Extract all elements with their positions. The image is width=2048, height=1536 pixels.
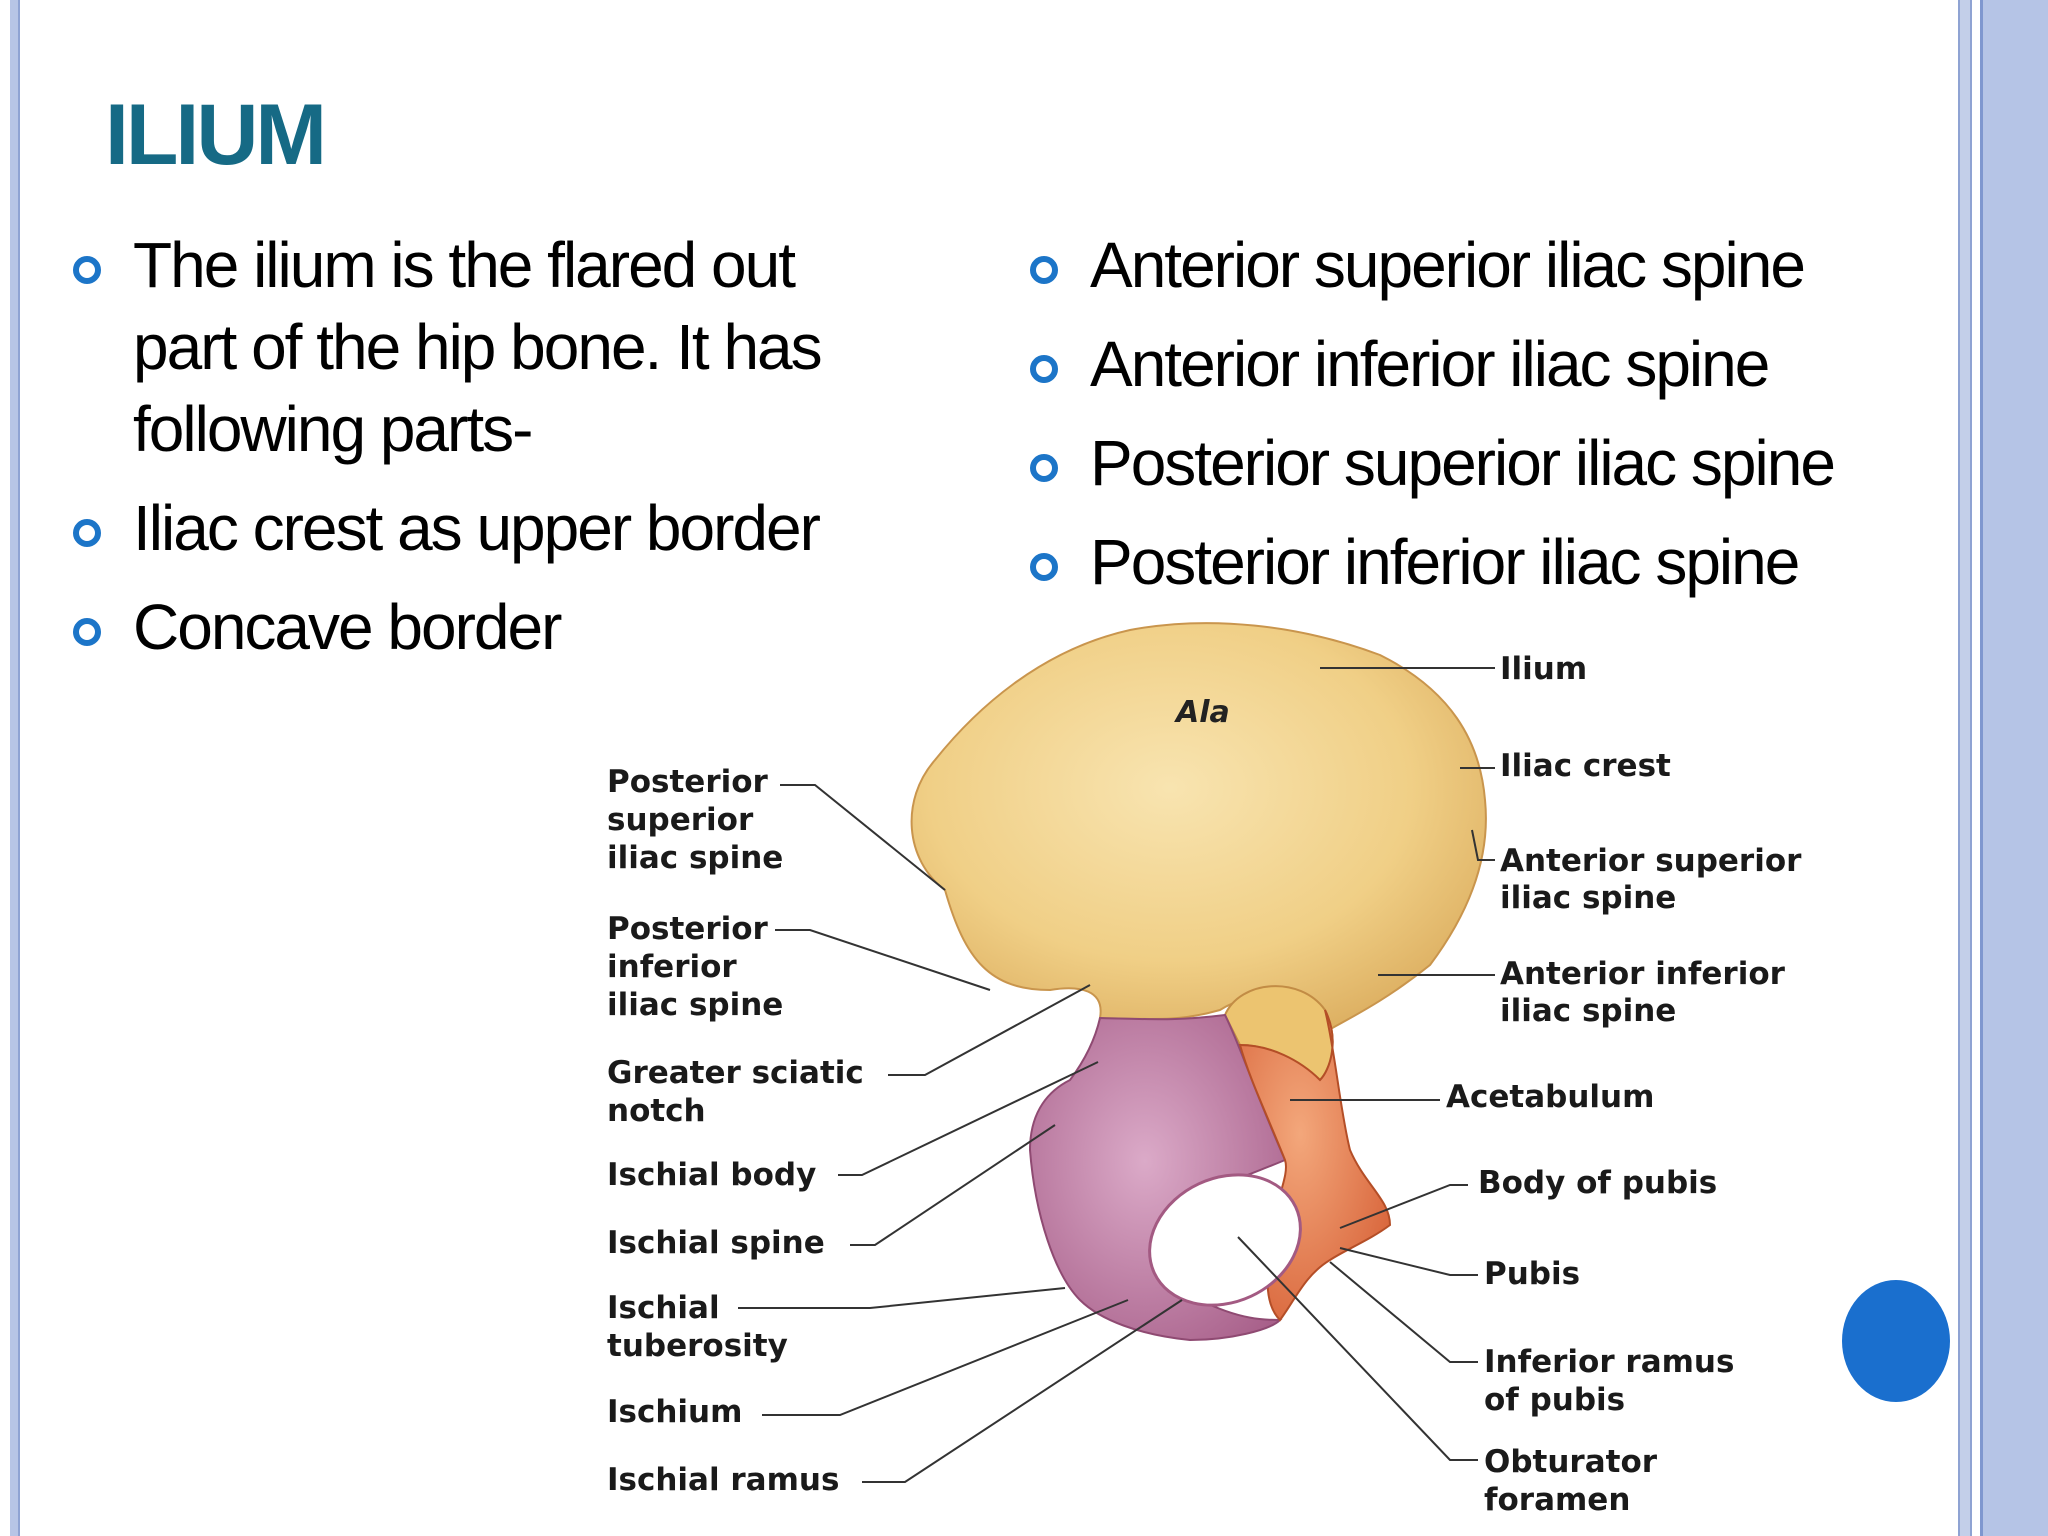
bullet-item: Concave border i [73, 586, 893, 668]
leader-line [838, 1061, 1099, 1176]
label-ischial-spine: Ischial spine [607, 1225, 825, 1261]
slide-frame-right-outer [1980, 0, 2048, 1536]
label-obturator-1: Obturator [1484, 1444, 1658, 1480]
slide-frame-left [10, 0, 20, 1536]
bullet-text: Iliac crest as upper border [133, 492, 821, 564]
bullet-item: Iliac crest as upper border [73, 487, 893, 569]
label-ilium: Ilium [1500, 651, 1587, 687]
leader-line [738, 1287, 1066, 1309]
leader-line [850, 1124, 1056, 1246]
label-posterior-inferior-2: inferior [607, 949, 737, 985]
bullet-text: Anterior inferior iliac spine [1090, 328, 1770, 400]
leader-line [762, 1299, 1129, 1416]
label-inferior-ramus-1: Inferior ramus [1484, 1344, 1734, 1380]
label-pubis: Pubis [1484, 1256, 1580, 1292]
label-posterior-inferior-1: Posterior [607, 911, 769, 947]
label-iliac-crest: Iliac crest [1500, 748, 1671, 784]
leader-line [1471, 829, 1495, 861]
bullet-item: Anterior superior iliac spine [1030, 224, 1940, 306]
label-anterior-superior-2: iliac spine [1500, 880, 1676, 916]
bullet-text: Posterior inferior iliac spine [1090, 526, 1800, 598]
slide-nav-dot[interactable] [1842, 1280, 1950, 1402]
label-body-of-pubis: Body of pubis [1478, 1165, 1717, 1201]
leader-line [1339, 1184, 1468, 1229]
label-ischium: Ischium [607, 1394, 742, 1430]
label-greater-sciatic-2: notch [607, 1093, 706, 1129]
leader-line [780, 784, 946, 891]
label-posterior-inferior-3: iliac spine [607, 987, 783, 1023]
bullet-ring-icon [73, 256, 101, 284]
label-acetabulum: Acetabulum [1446, 1079, 1654, 1115]
bullet-ring-icon [1030, 355, 1058, 383]
bullet-text: Anterior superior iliac spine [1090, 229, 1806, 301]
bullet-item: Posterior inferior iliac spine [1030, 521, 1940, 603]
label-posterior-superior-2: superior [607, 802, 754, 838]
label-ischial-tuberosity-2: tuberosity [607, 1328, 788, 1364]
label-ischial-ramus: Ischial ramus [607, 1462, 839, 1498]
ilium-region [910, 622, 1487, 1037]
bullet-ring-icon [1030, 256, 1058, 284]
label-ischial-body: Ischial body [607, 1157, 816, 1193]
hip-bone-figure: Ala Ilium Iliac crest Anterior superior … [578, 600, 1958, 1536]
bullet-text: Posterior superior iliac spine [1090, 427, 1836, 499]
bullet-ring-icon [1030, 553, 1058, 581]
label-anterior-superior-1: Anterior superior [1500, 843, 1802, 879]
label-greater-sciatic-1: Greater sciatic [607, 1055, 864, 1091]
bullet-item: Posterior superior iliac spine [1030, 422, 1940, 504]
ala-label: Ala [1174, 695, 1230, 730]
leader-line [775, 929, 991, 991]
leader-line [862, 1299, 1183, 1483]
leader-line [1329, 1261, 1478, 1363]
label-inferior-ramus-2: of pubis [1484, 1382, 1625, 1418]
leader-lines [738, 667, 1495, 1483]
bullet-ring-icon [73, 519, 101, 547]
label-ischial-tuberosity-1: Ischial [607, 1290, 720, 1326]
label-obturator-2: foramen [1484, 1482, 1630, 1518]
right-bullet-list: Anterior superior iliac spine Anterior i… [1030, 224, 1940, 620]
label-anterior-inferior-2: iliac spine [1500, 993, 1676, 1029]
bullet-item: Anterior inferior iliac spine [1030, 323, 1940, 405]
leader-line [1237, 1236, 1478, 1461]
nav-dot-mask [1820, 1270, 1842, 1410]
bullet-ring-icon [73, 618, 101, 646]
slide-frame-right-inner [1958, 0, 1972, 1536]
label-posterior-superior-1: Posterior [607, 764, 769, 800]
bullet-item: The ilium is the flared out part of the … [73, 224, 893, 470]
bullet-text: The ilium is the flared out part of the … [133, 229, 823, 465]
leader-line [888, 984, 1091, 1076]
bullet-text: Concave border i [133, 591, 590, 663]
leader-line [1339, 1247, 1478, 1276]
label-anterior-inferior-1: Anterior inferior [1500, 956, 1786, 992]
slide-title: ILIUM [105, 87, 327, 183]
bullet-ring-icon [1030, 454, 1058, 482]
label-posterior-superior-3: iliac spine [607, 840, 783, 876]
left-bullet-list: The ilium is the flared out part of the … [73, 224, 893, 685]
obturator-foramen-shape [1148, 1173, 1302, 1307]
